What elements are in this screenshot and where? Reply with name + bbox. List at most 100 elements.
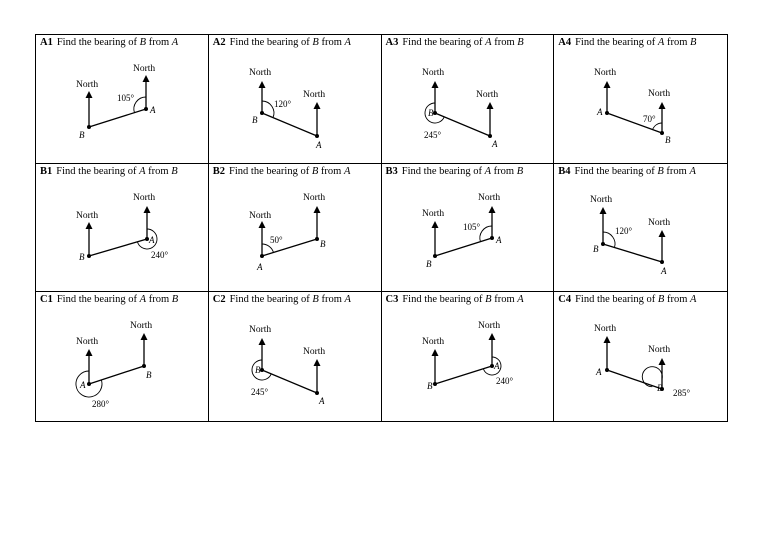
north-label-right: North	[648, 345, 670, 355]
north-label-left: North	[76, 337, 98, 347]
north-label-right: North	[648, 89, 670, 99]
point-label-left: B	[79, 252, 85, 262]
question-code: A4	[558, 37, 572, 48]
point-label-right: B	[665, 135, 671, 145]
north-label-left: North	[590, 195, 612, 205]
bearing-diagram: North North B A 240°	[76, 193, 169, 262]
point-label-right: B	[320, 239, 326, 249]
question-code: A2	[212, 37, 226, 48]
question-from: from	[320, 165, 342, 177]
angle-label: 245°	[424, 130, 442, 140]
question-point-2: A	[171, 37, 179, 48]
angle-label: 245°	[251, 387, 269, 397]
bearing-diagram: North North A B 70°	[594, 68, 671, 145]
angle-label: 280°	[92, 399, 110, 409]
north-label-left: North	[422, 337, 444, 347]
point-label-left: A	[595, 367, 602, 377]
north-label-right: North	[476, 90, 498, 100]
north-label-right: North	[303, 193, 325, 203]
question-from: from	[321, 37, 342, 48]
question-text: Find the bearing of	[402, 294, 483, 306]
point-label-right: A	[660, 266, 667, 276]
angle-label: 285°	[673, 388, 691, 398]
bearing-diagram: North North A B 50°	[249, 193, 326, 272]
question-point-1: B	[312, 37, 319, 48]
question-point-2: B	[517, 37, 524, 48]
point-label-left: B	[426, 259, 432, 269]
point-label-left: B	[252, 115, 258, 125]
question-text: Find the bearing of	[56, 165, 137, 177]
question-point-2: B	[171, 294, 179, 306]
question-text: Find the bearing of	[229, 37, 310, 48]
question-from: from	[666, 165, 687, 177]
north-label-left: North	[249, 211, 271, 221]
question-point-1: B	[311, 165, 319, 177]
north-label-right: North	[133, 193, 155, 203]
question-point-2: B	[516, 165, 524, 177]
point-label-right: A	[495, 235, 502, 245]
question-from: from	[148, 294, 170, 306]
point-label-left: B	[427, 381, 433, 391]
bearing-diagram: North North B A 120°	[249, 68, 325, 150]
north-label-left: North	[249, 68, 271, 78]
question-from: from	[666, 37, 688, 48]
question-from: from	[494, 37, 515, 48]
angle-label: 105°	[117, 93, 135, 103]
question-point-2: A	[517, 294, 524, 306]
question-from: from	[321, 294, 342, 306]
question-code: C3	[385, 294, 399, 306]
point-label-right: B	[146, 370, 152, 380]
question-point-2: B	[690, 37, 697, 48]
question-text: Find the bearing of	[401, 165, 482, 177]
angle-label: 70°	[643, 114, 656, 124]
bearing-diagram: North North B A 245°	[249, 325, 325, 406]
question-from: from	[493, 165, 515, 177]
north-label-right: North	[648, 218, 670, 228]
question-point-2: A	[690, 294, 697, 306]
question-from: from	[148, 165, 169, 177]
question-text: Find the bearing of	[229, 165, 310, 177]
north-label-left: North	[76, 80, 98, 90]
question-point-1: A	[139, 294, 147, 306]
point-label-right: B	[657, 383, 663, 393]
bearing-diagram: North North B A 245°	[422, 68, 498, 149]
north-label-right: North	[303, 347, 325, 357]
bearing-diagram: North North B A 120°	[590, 195, 670, 276]
angle-label: 105°	[463, 222, 481, 232]
point-label-right: A	[149, 105, 156, 115]
north-label-left: North	[594, 324, 616, 334]
point-label-left: B	[428, 108, 434, 118]
angle-label: 120°	[615, 226, 633, 236]
question-code: B3	[385, 165, 398, 177]
north-label-left: North	[422, 209, 444, 219]
question-point-2: A	[344, 37, 351, 48]
question-point-1: A	[139, 165, 146, 177]
point-label-right: A	[148, 235, 155, 245]
question-code: B4	[558, 165, 571, 177]
point-label-left: A	[79, 380, 86, 390]
question-code: B1	[40, 165, 53, 177]
north-label-right: North	[303, 90, 325, 100]
question-point-1: B	[657, 294, 665, 306]
question-code: A3	[385, 37, 399, 48]
question-text: Find the bearing of	[574, 165, 655, 177]
question-text: Find the bearing of	[56, 37, 138, 48]
